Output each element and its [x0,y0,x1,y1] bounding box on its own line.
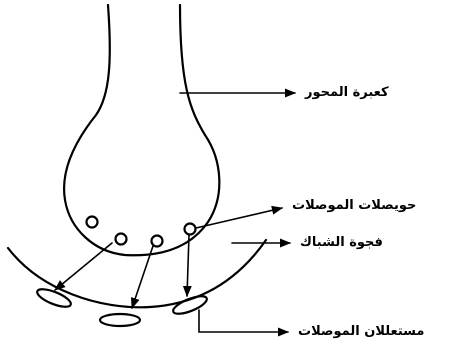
release-arrow [187,235,189,296]
receptors-label: مستعللان الموصلات [298,325,424,338]
synaptic-vesicle [87,217,98,228]
vesicles-pointer [196,208,282,228]
receptor [171,293,209,318]
synaptic-vesicles-label: حويصلات الموصلات [292,199,416,212]
axon-terminal-label: كعبرة المحور [305,86,389,99]
receptor-pointer [199,310,288,332]
synaptic-vesicle [185,224,196,235]
synaptic-vesicle [152,236,163,247]
postsynaptic-membrane [8,240,266,307]
synaptic-vesicle [116,234,127,245]
receptor [100,314,140,326]
release-arrow [55,243,112,290]
receptor [35,286,73,311]
synaptic-cleft-label: فجوة الشباك [300,236,383,249]
